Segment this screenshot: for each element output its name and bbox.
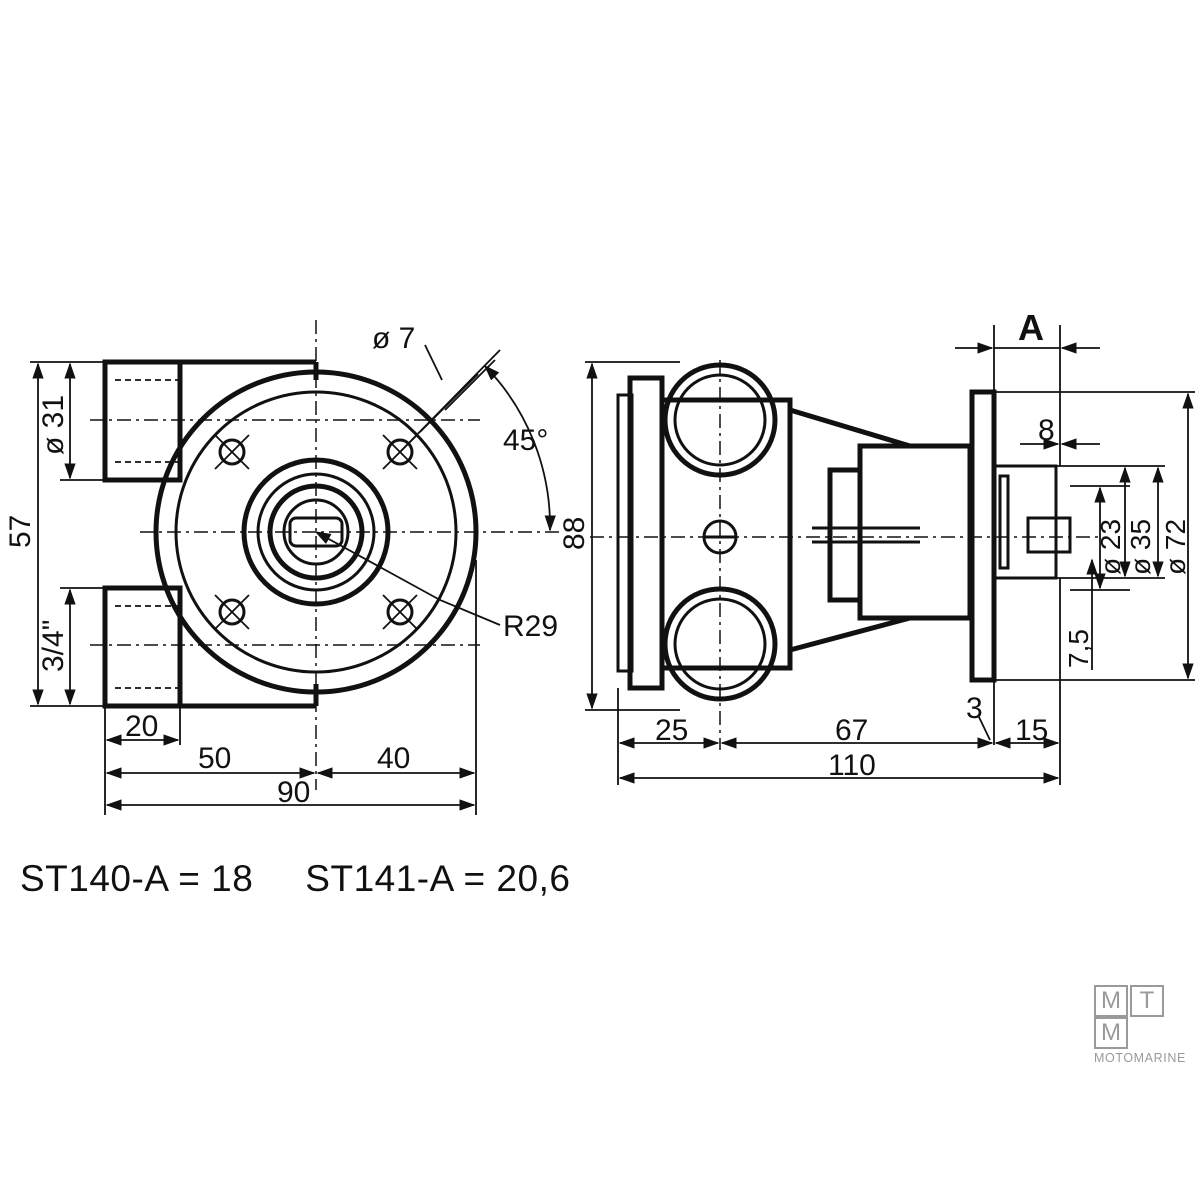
port-top: [102, 359, 316, 483]
side-view: 88 A 8 ø 23 ø 35 ø 72 7,5 3 25 67 15 110: [558, 307, 1195, 785]
dim-7-5: 7,5: [1063, 629, 1094, 668]
dim-height-57: 57: [4, 515, 37, 548]
dim-height-88: 88: [558, 517, 591, 550]
dim-thread: 3/4": [37, 620, 70, 672]
dim-8: 8: [1038, 414, 1055, 447]
legend-st140: ST140-A = 18: [20, 858, 254, 899]
side-shaft: [1026, 516, 1072, 554]
dim-radius: R29: [503, 610, 558, 643]
side-flange: [969, 389, 997, 683]
side-cover-plate: [627, 375, 665, 691]
dim-dia-23: ø 23: [1095, 519, 1126, 575]
dim-A: A: [1018, 307, 1044, 348]
logo-letter-2: T: [1130, 985, 1164, 1017]
dim-angle: 45°: [503, 424, 548, 457]
port-bottom: [102, 585, 316, 709]
logo-letter-1: M: [1094, 985, 1128, 1017]
dim-dia-72: ø 72: [1160, 519, 1191, 575]
side-body: [662, 397, 793, 671]
dim-15: 15: [1015, 714, 1048, 747]
dim-110: 110: [828, 749, 876, 782]
logo-name: MOTOMARINE: [1094, 1051, 1186, 1065]
dim-total-90: 90: [277, 776, 310, 809]
dim-25: 25: [655, 714, 688, 747]
front-view: ø 7 45° ø 31 57 3/4" R29 20 50 40 90: [4, 320, 560, 815]
dim-67: 67: [835, 714, 868, 747]
dim-right-40: 40: [377, 742, 410, 775]
dim-hole-dia: ø 7: [372, 322, 415, 355]
dim-dia-35: ø 35: [1125, 519, 1156, 575]
dim-3: 3: [966, 692, 983, 725]
dim-left-50: 50: [198, 742, 231, 775]
dim-port-dia: ø 31: [37, 395, 70, 455]
logo-letter-3: M: [1094, 1017, 1128, 1049]
dim-port-depth: 20: [125, 710, 158, 743]
variant-legend: ST140-A = 18 ST141-A = 20,6: [20, 858, 570, 900]
legend-st141: ST141-A = 20,6: [305, 858, 571, 899]
